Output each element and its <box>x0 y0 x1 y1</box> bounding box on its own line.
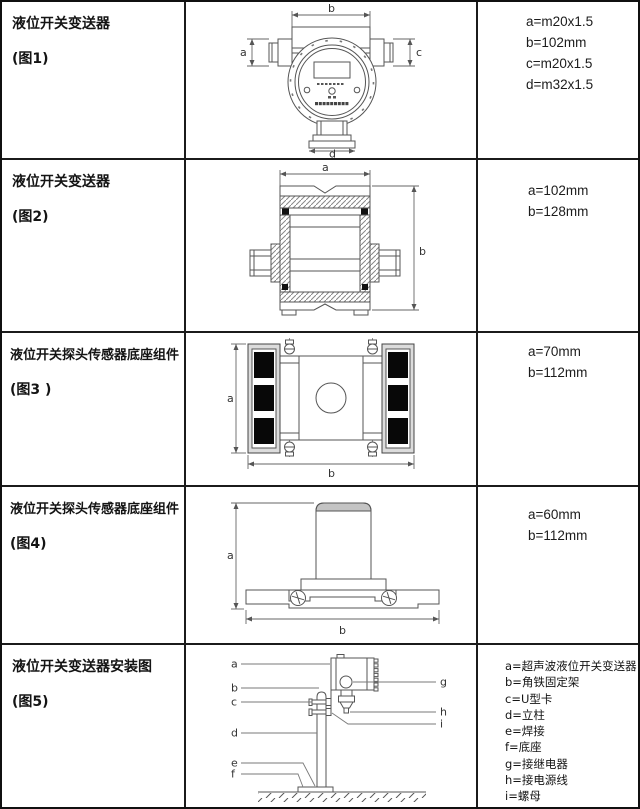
legend-line: f=底座 <box>505 740 542 755</box>
fig5-label-a: a <box>231 658 238 671</box>
fig5-label-f: f <box>231 768 236 781</box>
row2-title: 液位开关变送器 <box>12 174 110 190</box>
row4-title: 液位开关探头传感器底座组件 <box>10 502 180 517</box>
fig5-label-g: g <box>440 676 447 689</box>
row2-spec-list: a=102mm b=128mm <box>478 160 638 219</box>
figure-4-drawing: a b <box>227 502 440 637</box>
fig3-dim-b: b <box>328 467 335 480</box>
fig3-dim-a: a <box>227 392 234 405</box>
fig5-label-h: h <box>440 706 447 719</box>
row4-title-cell: 液位开关探头传感器底座组件 (图4) <box>2 487 186 645</box>
row3-spec-list: a=70mm b=112mm <box>478 333 638 380</box>
spec-line: b=128mm <box>528 204 589 219</box>
legend-line: i=螺母 <box>505 789 541 804</box>
fig4-dim-b: b <box>339 624 346 637</box>
fig4-dim-a: a <box>227 549 234 562</box>
legend-line: a=超声波液位开关变送器 <box>505 659 637 673</box>
spec-line: a=70mm <box>528 344 581 359</box>
figure-2-drawing: a <box>249 161 426 316</box>
spec-line: c=m20x1.5 <box>526 56 593 71</box>
row3-specs-cell: a=70mm b=112mm <box>478 333 638 487</box>
figure-5-drawing: a b c d e f g h i <box>231 654 447 802</box>
fig1-dim-d: d <box>329 148 336 159</box>
fig5-label-i: i <box>440 718 443 731</box>
row4-figure-label: (图4) <box>10 536 47 552</box>
legend-line: h=接电源线 <box>505 773 568 788</box>
fig5-transmitter-ribs <box>373 658 379 692</box>
row5-title: 液位开关变送器安装图 <box>12 659 152 675</box>
row1-spec-list: a=m20x1.5 b=102mm c=m20x1.5 d=m32x1.5 <box>478 2 638 92</box>
row1-figure-label: (图1) <box>12 51 49 67</box>
spec-line: a=m20x1.5 <box>526 14 594 29</box>
spec-line: b=102mm <box>526 35 587 50</box>
fig2-dim-b: b <box>419 245 426 258</box>
fig1-label-marks <box>328 96 336 99</box>
row3-title: 液位开关探头传感器底座组件 <box>10 348 180 363</box>
fig1-dim-c: c <box>416 46 422 59</box>
legend-line: e=焊接 <box>505 724 545 739</box>
row4-specs-cell: a=60mm b=112mm <box>478 487 638 645</box>
legend-line: c=U型卡 <box>505 691 553 706</box>
fig1-dim-a: a <box>240 46 247 59</box>
fig5-label-e: e <box>231 757 238 770</box>
row5-figure-label: (图5) <box>12 694 49 710</box>
row4-spec-list: a=60mm b=112mm <box>478 487 638 543</box>
row2-figure-label: (图2) <box>12 209 49 225</box>
fig5-label-d: d <box>231 727 238 740</box>
row3-figure-label: (图3 ) <box>10 382 52 398</box>
fig5-label-b: b <box>231 682 238 695</box>
fig1-display-text-marks <box>317 83 344 85</box>
fig3-screws <box>284 339 378 457</box>
figure-3-cell: a <box>186 333 478 487</box>
figure-2-cell: a <box>186 160 478 333</box>
spec-line: a=102mm <box>528 183 589 198</box>
figure-1-cell: b a c <box>186 2 478 160</box>
figure-4-cell: a b <box>186 487 478 645</box>
row1-title-cell: 液位开关变送器 (图1) <box>2 2 186 160</box>
spec-line: a=60mm <box>528 507 581 522</box>
legend-line: d=立柱 <box>505 707 545 722</box>
spec-line: d=m32x1.5 <box>526 77 594 92</box>
figure-1-drawing: b a c <box>240 2 422 159</box>
row5-title-cell: 液位开关变送器安装图 (图5) <box>2 645 186 807</box>
spec-line: b=112mm <box>528 365 588 380</box>
spec-line: b=112mm <box>528 528 588 543</box>
legend-line: b=角铁固定架 <box>505 675 580 690</box>
figure-5-cell: a b c d e f g h i <box>186 645 478 807</box>
figure-3-drawing: a <box>227 338 415 480</box>
fig1-dim-b: b <box>328 2 335 15</box>
row2-specs-cell: a=102mm b=128mm <box>478 160 638 333</box>
row2-title-cell: 液位开关变送器 (图2) <box>2 160 186 333</box>
row1-title: 液位开关变送器 <box>12 16 110 32</box>
fig5-label-c: c <box>231 696 237 709</box>
legend-line: g=接继电器 <box>505 756 568 771</box>
fig2-dim-a: a <box>322 161 329 174</box>
fig1-terminal-marks <box>315 102 349 106</box>
row3-title-cell: 液位开关探头传感器底座组件 (图3 ) <box>2 333 186 487</box>
row1-specs-cell: a=m20x1.5 b=102mm c=m20x1.5 d=m32x1.5 <box>478 2 638 160</box>
